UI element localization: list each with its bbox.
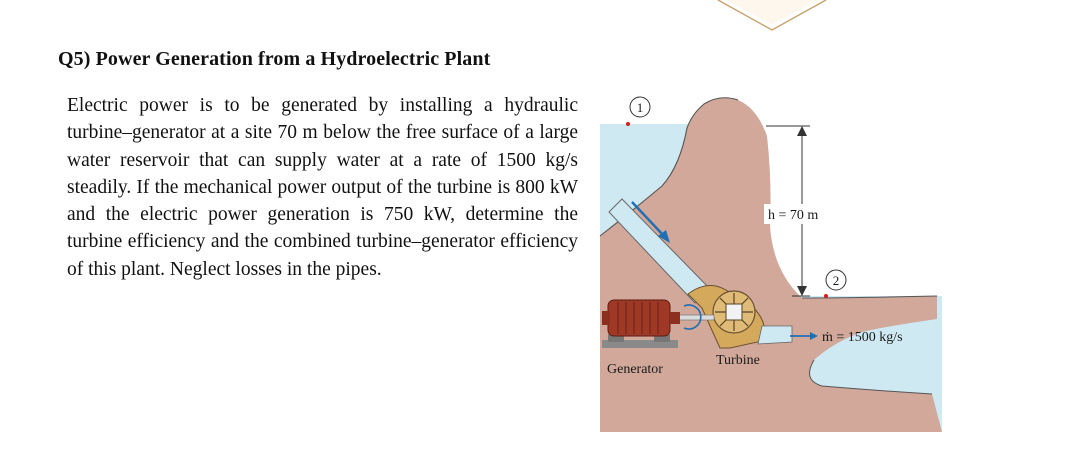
draft-tube — [757, 325, 793, 345]
point-1-marker — [629, 96, 651, 118]
generator-body — [607, 299, 671, 337]
question-title: Q5) Power Generation from a Hydroelectri… — [58, 48, 491, 70]
point-2-marker — [825, 269, 847, 291]
dam-rock — [600, 97, 942, 432]
svg-text:2: 2 — [833, 273, 840, 288]
svg-text:1: 1 — [637, 100, 644, 115]
generator-label: Generator — [607, 362, 663, 377]
shaft — [677, 314, 715, 321]
penstock — [608, 198, 713, 304]
turbine-label: Turbine — [716, 353, 760, 368]
point-2-dot — [824, 294, 828, 298]
problem-statement: Electric power is to be generated by ins… — [67, 95, 578, 280]
head-label: h = 70 m — [768, 208, 818, 223]
top-box-fragment — [717, 0, 827, 31]
mass-flow-label: ṁ = 1500 kg/s — [822, 330, 903, 345]
generator-base — [602, 340, 678, 348]
point-1-dot — [626, 122, 630, 126]
penstock-flow-arrow — [631, 201, 665, 237]
hydro-plant-diagram: h = 70 m 1 2 ṁ = 1500 kg/s Generator Tur… — [599, 96, 942, 432]
